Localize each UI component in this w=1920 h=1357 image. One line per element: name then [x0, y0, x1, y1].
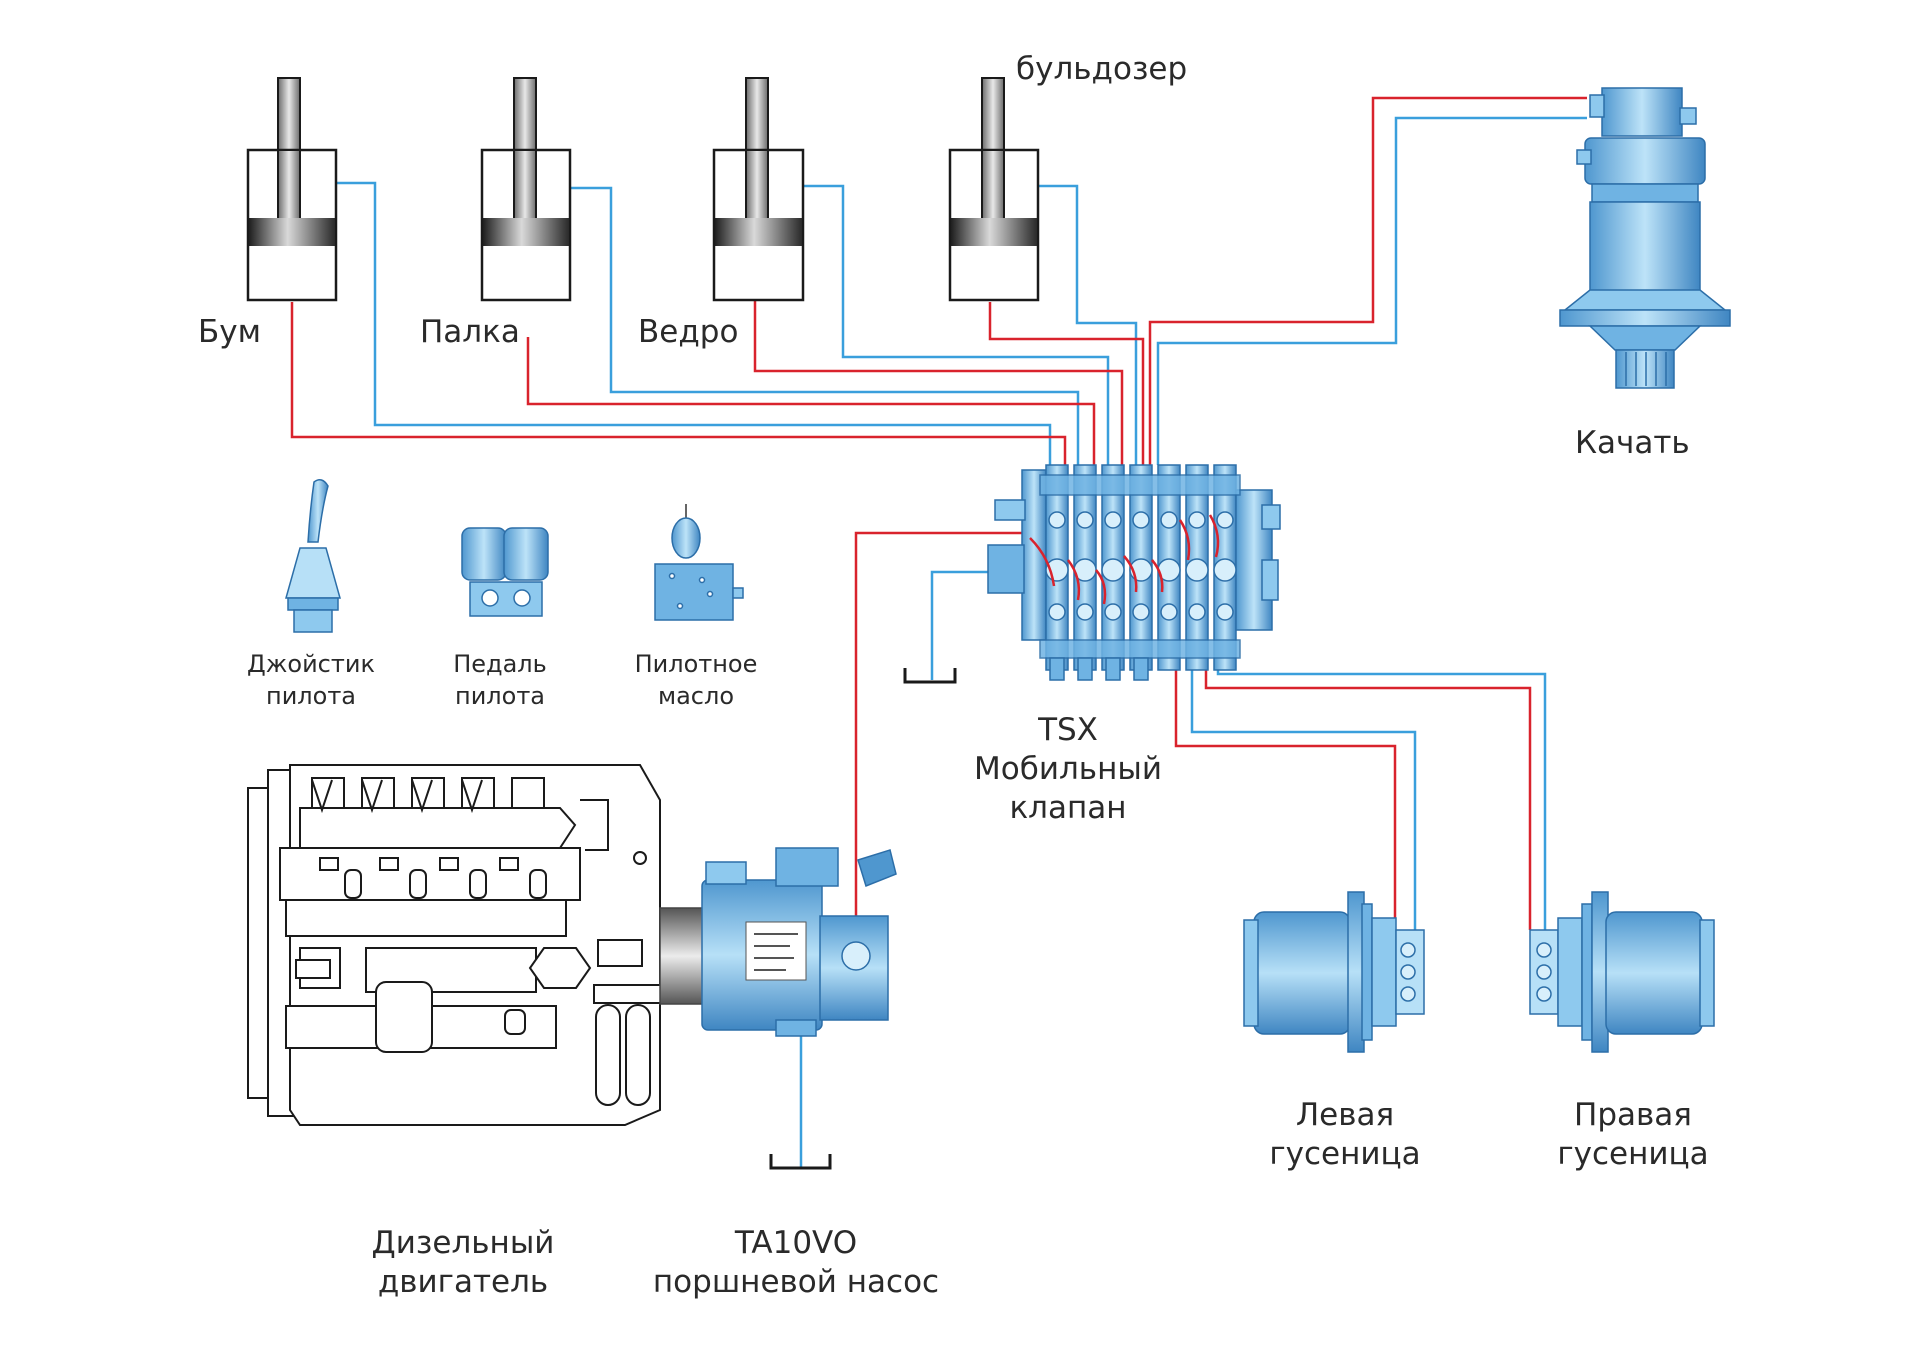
- pilot-oil-icon: [654, 504, 744, 621]
- bulldozer-cylinder: [948, 77, 1040, 302]
- boom-cylinder: [246, 77, 338, 302]
- left-track-return-line: [1190, 660, 1417, 930]
- engine-label: Дизельный двигатель: [358, 1224, 568, 1302]
- pilot-oil-label-line-1: Пилотное: [634, 650, 758, 678]
- pump-label: TA10VO поршневой насос: [646, 1224, 946, 1302]
- swing-motor-icon: [1559, 87, 1731, 389]
- stick-return-line: [570, 186, 1080, 465]
- pump-label-line-1: TA10VO: [734, 1225, 858, 1261]
- bulldozer-return-line: [1038, 184, 1138, 465]
- boom-pressure-line: [290, 302, 1067, 465]
- pump-tank-symbol-icon: [769, 1154, 832, 1170]
- control-valve-icon: [987, 464, 1281, 681]
- joystick-icon: [285, 479, 341, 633]
- piston-pump-icon: [659, 847, 897, 1037]
- pump-pressure-line: [854, 531, 1022, 950]
- valve-label-line-2: Мобильный: [974, 750, 1162, 787]
- bucket-pressure-line: [753, 300, 1124, 465]
- right-track-label: Правая гусеница: [1548, 1096, 1718, 1174]
- swing-return-line: [1156, 116, 1587, 465]
- valve-label-line-1: TSX: [1038, 712, 1098, 748]
- joystick-label-line-1: Джойстик: [247, 650, 375, 678]
- right-track-label-line-2: гусеница: [1557, 1135, 1709, 1172]
- pilot-oil-label: Пилотное масло: [628, 648, 764, 713]
- stick-pressure-line: [526, 337, 1096, 465]
- bulldozer-pressure-line: [988, 302, 1145, 465]
- pedal-label-line-2: пилота: [455, 682, 545, 711]
- right-track-label-line-1: Правая: [1574, 1097, 1692, 1133]
- joystick-label: Джойстик пилота: [236, 648, 386, 713]
- valve-label-line-3: клапан: [1009, 789, 1127, 826]
- stick-label: Палка: [420, 314, 520, 350]
- left-track-motor-icon: [1243, 891, 1425, 1053]
- bucket-label: Ведро: [638, 314, 739, 350]
- pressure-lines: [290, 96, 1587, 950]
- pilot-oil-label-line-2: масло: [657, 682, 735, 711]
- pedal-label: Педаль пилота: [440, 648, 560, 713]
- swing-pressure-line: [1148, 96, 1587, 465]
- pump-label-line-2: поршневой насос: [652, 1263, 940, 1300]
- bulldozer-label: бульдозер: [1016, 51, 1188, 87]
- left-track-label-line-1: Левая: [1295, 1097, 1395, 1133]
- boom-label: Бум: [198, 314, 261, 350]
- left-track-label-line-2: гусеница: [1269, 1135, 1421, 1172]
- diesel-engine-icon: [247, 764, 665, 1126]
- valve-label: TSX Мобильный клапан: [958, 711, 1178, 827]
- engine-label-line-2: двигатель: [377, 1263, 549, 1300]
- engine-label-line-1: Дизельный: [371, 1225, 555, 1261]
- right-track-pressure-line: [1204, 660, 1532, 930]
- left-track-label: Левая гусеница: [1260, 1096, 1430, 1174]
- valve-tank-symbol-icon: [903, 668, 957, 684]
- pilot-pedal-icon: [461, 527, 549, 617]
- left-track-pressure-line: [1174, 660, 1397, 930]
- boom-return-line: [336, 181, 1052, 465]
- right-track-motor-icon: [1529, 891, 1715, 1053]
- right-track-return-line: [1216, 660, 1547, 930]
- swing-label: Качать: [1575, 425, 1690, 461]
- joystick-label-line-2: пилота: [266, 682, 356, 711]
- bucket-return-line: [803, 184, 1110, 465]
- pedal-label-line-1: Педаль: [453, 650, 547, 678]
- stick-cylinder: [480, 77, 572, 302]
- bucket-cylinder: [712, 77, 805, 302]
